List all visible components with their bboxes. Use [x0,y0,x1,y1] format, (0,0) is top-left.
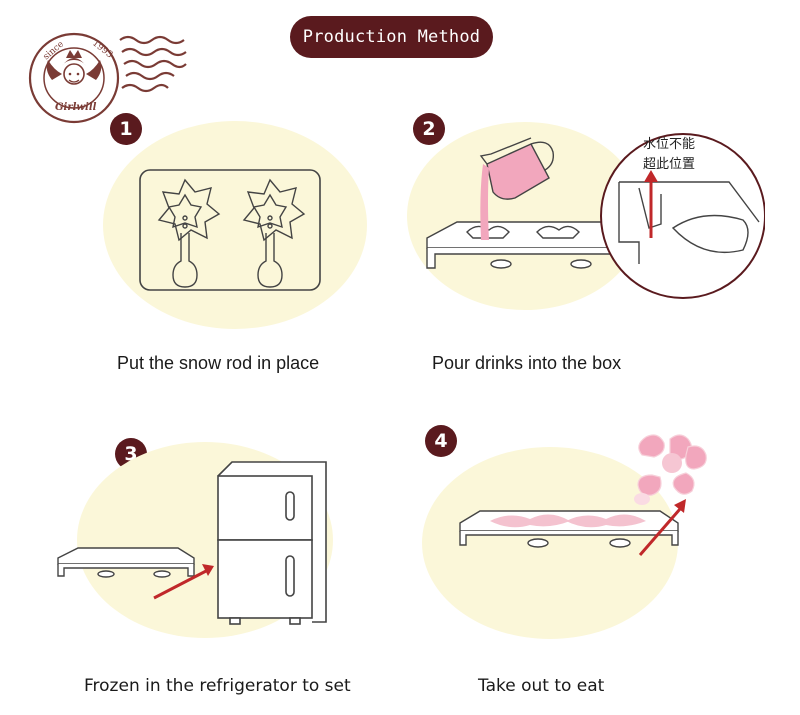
water-level-arrowhead [644,170,658,182]
logo-year-text: 1993 [90,38,114,60]
step-3-arrow [153,568,209,600]
page-title-text: Production Method [302,27,481,47]
step-3-illustration [57,442,333,638]
girlwill-logo: since 1993 Girlwill [28,32,187,124]
step-4-number-text: 4 [434,430,448,452]
mold-cavity-left [157,178,221,288]
step-4-illustration [422,434,707,639]
step-1-illustration [103,121,367,329]
water-level-note-line-1: 水位不能 [643,137,696,152]
flower-popsicle-icon [634,434,707,505]
step-1-number-text: 1 [119,118,133,140]
logo-brand-text: Girlwill [55,102,97,113]
popsicle-mold [139,169,321,291]
step-2-illustration [407,122,765,310]
step-3-arrowhead [202,564,214,576]
step-1-number: 1 [110,113,142,145]
step-4-bg-blob [422,447,678,639]
mold-cavity-right [242,178,306,288]
step-1-caption: Put the snow rod in place [117,353,320,373]
frozen-pop-right [566,514,646,528]
step-4-arrow [638,508,682,556]
frozen-pop-left [490,514,570,528]
step-2-caption: Pour drinks into the box [432,353,622,373]
pitcher-icon [479,137,555,240]
page-title: Production Method [290,16,493,58]
step-4-caption: Take out to eat [478,676,605,696]
step-2-number: 2 [413,113,445,145]
water-level-note: 水位不能 超此位置 [643,135,723,175]
water-level-note-line-2: 超此位置 [643,157,696,172]
step-2-number-text: 2 [422,118,436,140]
step-3-caption: Frozen in the refrigerator to set [84,676,351,696]
refrigerator-icon [217,461,327,625]
water-level-callout [600,133,765,299]
step-4-arrowhead [674,499,686,513]
step-4-number: 4 [425,425,457,457]
step-3-mold-tray [57,547,195,578]
step-1-bg-blob [103,121,367,329]
